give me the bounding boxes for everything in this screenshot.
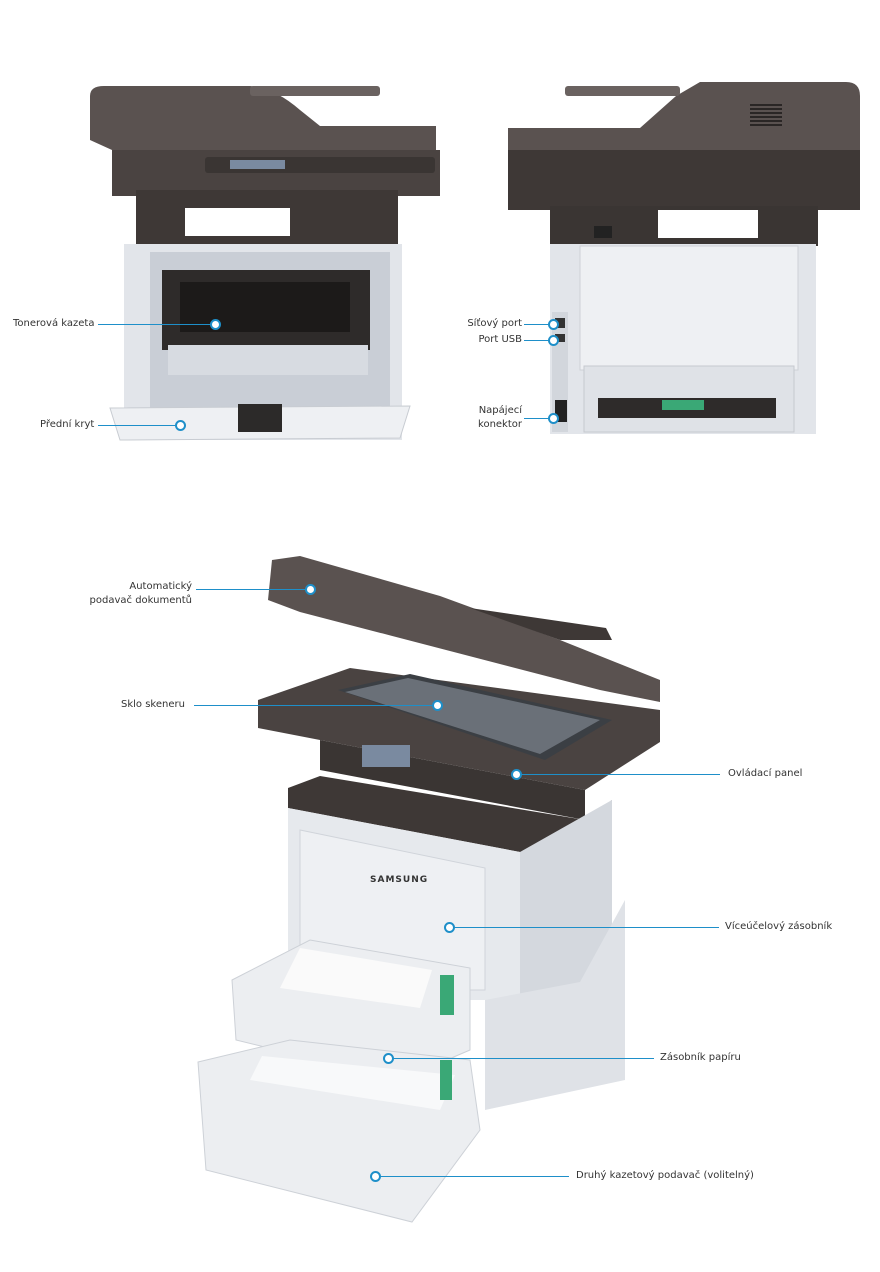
callout-leader-line <box>524 340 552 341</box>
callout-leader-line <box>196 589 310 590</box>
callout-paper-tray-label: Zásobník papíru <box>660 1052 741 1063</box>
callout-leader-line <box>453 927 719 928</box>
callout-scanner-glass-label: Sklo skeneru <box>121 699 185 710</box>
callout-leader-line <box>392 1058 654 1059</box>
callout-leader-line <box>194 705 436 706</box>
callout-leader-line <box>98 324 214 325</box>
callout-marker-icon <box>175 420 186 431</box>
callout-usb-port-label: Port USB <box>478 334 522 345</box>
callout-toner-cartridge-label: Tonerová kazeta <box>13 318 95 329</box>
callout-power-connector-label: Napájecí konektor <box>478 405 522 430</box>
callout-marker-icon <box>305 584 316 595</box>
callout-marker-icon <box>210 319 221 330</box>
callout-marker-icon <box>548 413 559 424</box>
callout-leader-line <box>524 418 552 419</box>
callout-marker-icon <box>548 335 559 346</box>
callout-leader-line <box>379 1176 569 1177</box>
callout-leader-line <box>98 425 180 426</box>
callout-marker-icon <box>432 700 443 711</box>
callout-network-port-label: Síťový port <box>467 318 522 329</box>
callout-leader-line <box>520 774 720 775</box>
callout-front-cover-label: Přední kryt <box>40 419 95 430</box>
callout-control-panel-label: Ovládací panel <box>728 768 803 779</box>
callout-multipurpose-tray-label: Víceúčelový zásobník <box>725 921 833 932</box>
callout-marker-icon <box>548 319 559 330</box>
brand-logo: SAMSUNG <box>370 875 429 885</box>
callout-adf-label: Automatický podavač dokumentů <box>89 581 192 606</box>
callout-leader-line <box>524 324 552 325</box>
callout-second-cassette-label: Druhý kazetový podavač (volitelný) <box>576 1170 754 1181</box>
